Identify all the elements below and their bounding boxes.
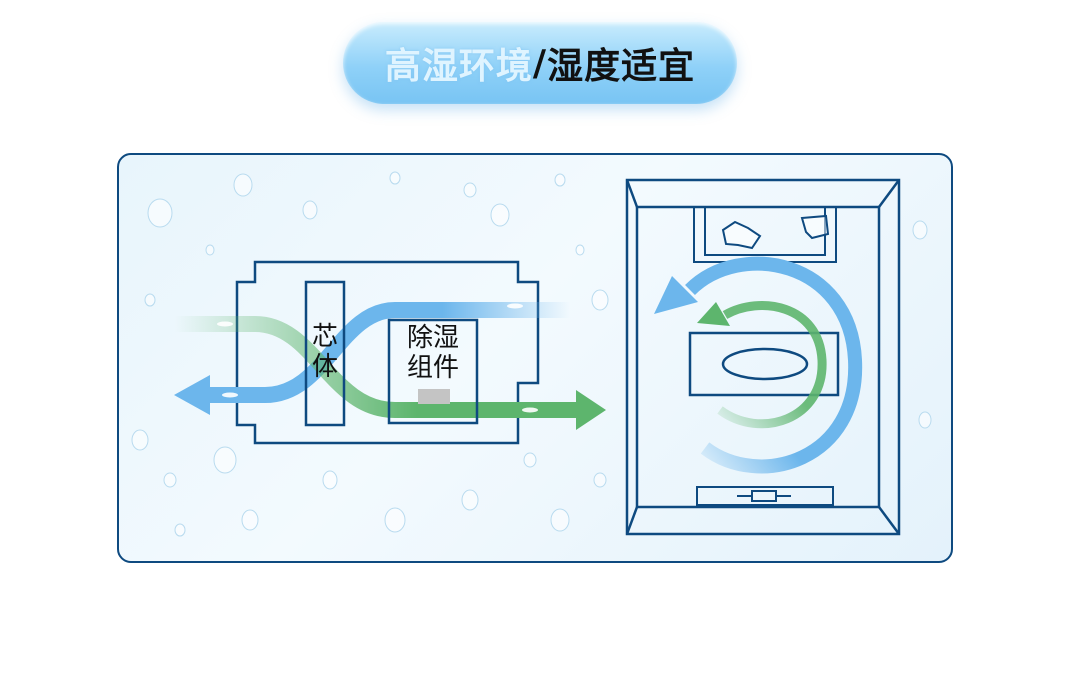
vent-furniture: [696, 486, 834, 506]
blue-airflow-arrowhead: [174, 375, 210, 415]
title-highlight: 高湿环境: [384, 46, 533, 87]
green-airflow: [175, 316, 578, 418]
room-blue-circulation: [685, 256, 863, 474]
title-pill: 高湿环境/湿度适宜: [343, 22, 737, 104]
green-airflow-arrowhead: [576, 390, 606, 430]
room-green-arrowhead: [697, 302, 730, 326]
core-label: 芯 体: [306, 322, 344, 382]
dehumid-box: [387, 318, 479, 425]
dehumid-label-line1: 除湿: [406, 323, 459, 353]
dehumid-label: 除湿 组件: [389, 323, 477, 383]
bed-furniture: [693, 206, 837, 263]
core-label-line1: 芯: [311, 322, 338, 352]
core-box: [304, 280, 346, 427]
core-label-line2: 体: [311, 352, 338, 382]
flow-glints: [217, 303, 538, 413]
title-main: 湿度适宜: [547, 46, 696, 87]
blue-airflow: [205, 302, 570, 403]
room-blue-arrowhead: [654, 276, 698, 314]
dehumid-module-block: [418, 389, 450, 404]
room-green-circulation: [717, 301, 827, 429]
table-furniture: [688, 331, 840, 397]
water-droplets: [131, 171, 932, 537]
unit-housing: [235, 260, 540, 445]
title-separator: /: [532, 42, 548, 84]
dehumid-label-line2: 组件: [406, 353, 459, 383]
